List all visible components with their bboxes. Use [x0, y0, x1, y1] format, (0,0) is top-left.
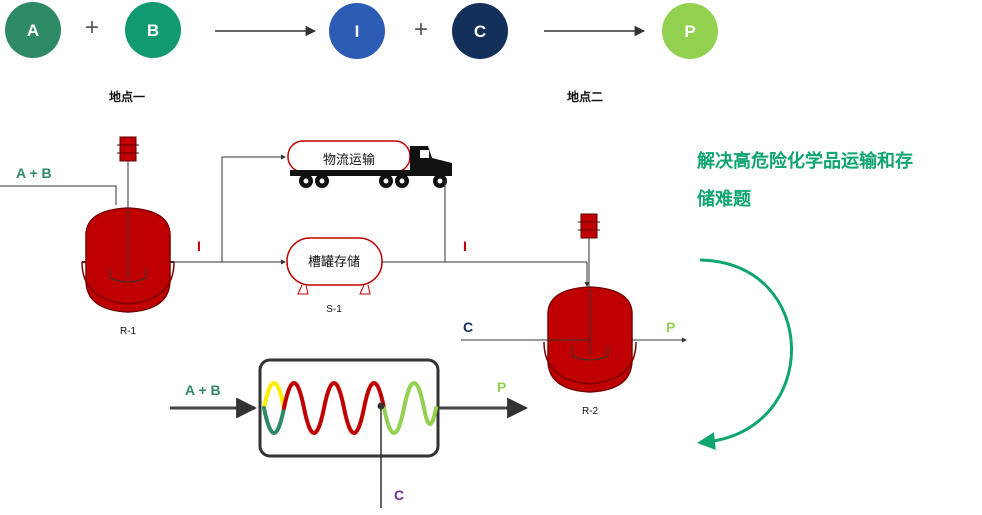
branch-to-truck	[221, 154, 286, 262]
site-1-label: 地点一	[109, 89, 145, 104]
species-p-circle	[662, 3, 718, 59]
species-a-circle	[5, 2, 61, 58]
flow-product-p-label: P	[497, 379, 506, 395]
feed-ab-label: A + B	[16, 165, 52, 181]
plus-sign-2: +	[414, 16, 428, 43]
species-b-circle	[125, 2, 181, 58]
site-2-label: 地点二	[567, 89, 603, 104]
feed-c-label: C	[463, 319, 473, 335]
feed-ab-line	[0, 185, 117, 205]
flow-reactor-coil	[262, 381, 438, 435]
reactor-2-id: R-2	[582, 406, 599, 417]
flow-feed-c-label: C	[394, 487, 404, 503]
reactor-1-id: R-1	[120, 326, 137, 337]
logistics-truck	[287, 140, 452, 188]
truck-label: 物流运输	[323, 152, 375, 167]
curved-arrow	[697, 258, 793, 451]
plus-sign-1: +	[85, 14, 99, 41]
headline-line-1: 解决高危险化学品运输和存	[697, 150, 913, 171]
reactor-1-valve	[117, 136, 139, 210]
tank-label: 槽罐存储	[308, 254, 360, 269]
product-p-label: P	[666, 319, 675, 335]
species-c-label: C	[474, 22, 486, 41]
headline-line-2: 储难题	[696, 188, 752, 209]
stream-i-label-2: I	[463, 238, 467, 254]
reaction-equation: A + B I + C P	[5, 2, 718, 59]
species-p-label: P	[684, 22, 695, 41]
species-c-circle	[452, 3, 508, 59]
species-b-label: B	[147, 21, 159, 40]
stream-i-label-1: I	[197, 238, 201, 254]
reactor-2-valve	[578, 213, 600, 290]
species-i-label: I	[355, 22, 360, 41]
species-a-label: A	[27, 21, 39, 40]
flow-reactor-frame	[258, 358, 440, 458]
species-i-circle	[329, 3, 385, 59]
tank-id: S-1	[326, 304, 342, 315]
flow-feed-ab-label: A + B	[185, 382, 221, 398]
reactor-1	[81, 207, 175, 313]
